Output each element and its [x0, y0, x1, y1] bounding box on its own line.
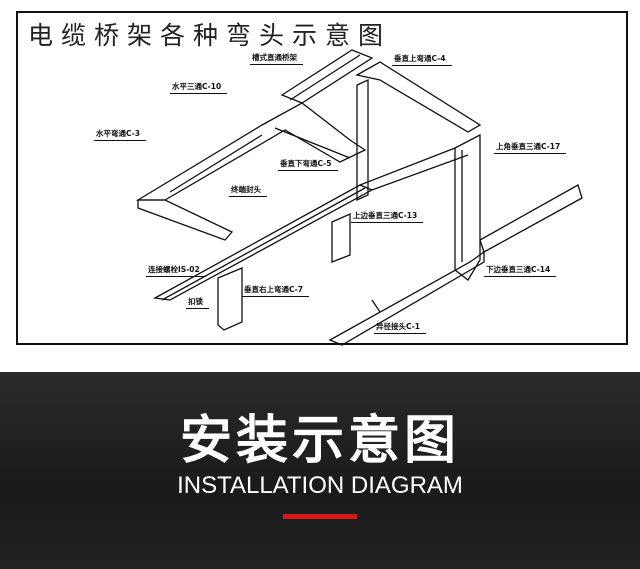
label-c14: 下边垂直三通C-14	[484, 264, 557, 277]
tray-vertical-down	[356, 78, 369, 202]
label-straight-tray: 槽式直通桥架	[250, 52, 303, 65]
banner-subtitle: INSTALLATION DIAGRAM	[177, 472, 463, 499]
tray-reducer	[328, 250, 485, 346]
label-lock: 扣锁	[186, 296, 209, 309]
label-c5: 垂直下弯通C-5	[278, 158, 338, 171]
label-c1: 异径接头C-1	[374, 321, 427, 334]
label-end-cap: 终端封头	[229, 184, 267, 197]
installation-banner	[0, 372, 640, 569]
label-c4: 垂直上弯通C-4	[392, 53, 452, 66]
label-c7: 垂直右上弯通C-7	[242, 284, 310, 297]
tray-right-up-bend	[217, 267, 243, 331]
label-c3: 水平弯通C-3	[94, 128, 147, 141]
label-is02: 连接螺栓IS-02	[146, 264, 206, 277]
tray-horizontal-bend	[137, 199, 234, 241]
tray-tee-drop	[331, 212, 351, 263]
tray-vertical-up	[355, 61, 482, 133]
accent-bar	[283, 514, 357, 519]
label-c17: 上角垂直三通C-17	[494, 141, 567, 154]
label-c13: 上边垂直三通C-13	[351, 210, 424, 223]
tray-straight	[280, 49, 374, 104]
label-c10: 水平三通C-10	[170, 81, 228, 94]
tray-lower	[479, 184, 583, 253]
banner-title: 安装示意图	[179, 411, 460, 471]
cable-tray-drawing	[135, 49, 583, 346]
tray-horizontal-tee	[135, 102, 367, 201]
tray-corner-tee	[454, 133, 481, 281]
diagram-title: 电缆桥架各种弯头示意图	[28, 21, 392, 50]
diagram-frame	[16, 11, 628, 345]
